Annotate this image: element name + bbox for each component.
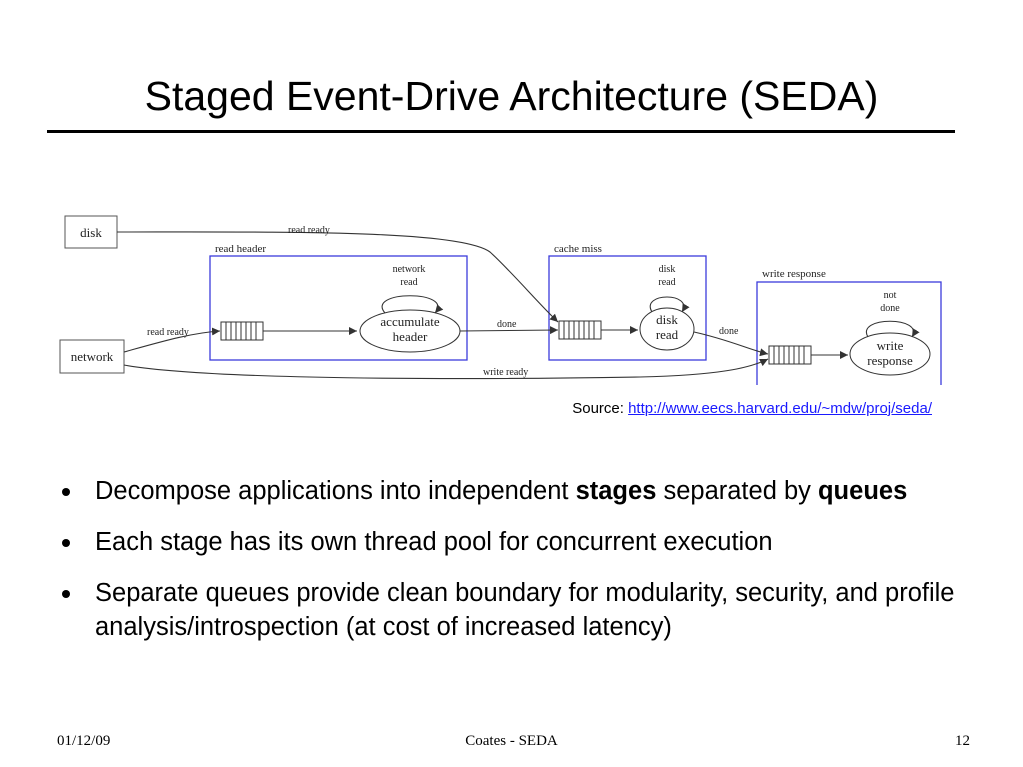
read-header-stage-box bbox=[209, 255, 468, 361]
disk-read-label-line1: disk bbox=[659, 264, 676, 275]
write-response-stage-box bbox=[756, 281, 942, 385]
cache-miss-stage-box bbox=[548, 255, 707, 361]
bullet-list: Decompose applications into independent … bbox=[60, 474, 980, 661]
cache-miss-stage-label: cache miss bbox=[554, 243, 602, 255]
bullet-text: Separate queues provide clean boundary f… bbox=[95, 579, 955, 641]
bullet-emphasis: queues bbox=[817, 477, 908, 505]
not-done-label-line2: done bbox=[880, 303, 900, 314]
slide-title: Staged Event-Drive Architecture (SEDA) bbox=[144, 73, 879, 119]
network-node bbox=[59, 339, 125, 374]
disk-read-ready-label: read ready bbox=[288, 225, 330, 236]
write-response-queue bbox=[768, 345, 812, 365]
bullet-item: Each stage has its own thread pool for c… bbox=[60, 525, 980, 559]
bullet-item: Decompose applications into independent … bbox=[60, 474, 980, 508]
title-underline bbox=[47, 130, 955, 133]
network-read-ready-edge bbox=[123, 327, 221, 353]
disk-read-label-line2: read bbox=[658, 277, 675, 288]
write-response-line2: response bbox=[867, 353, 913, 368]
disk-read-line2: read bbox=[656, 327, 679, 342]
write-response-line1: write bbox=[877, 338, 904, 353]
accumulate-header-line1: accumulate bbox=[380, 314, 439, 329]
seda-diagram: disk network read header accumulate head… bbox=[59, 215, 942, 385]
bullet-text: Each stage has its own thread pool for c… bbox=[95, 528, 773, 556]
bullet-text: Decompose applications into independent bbox=[95, 477, 576, 505]
footer-title: Coates - SEDA bbox=[465, 733, 558, 749]
not-done-loop bbox=[865, 320, 920, 338]
write-ready-edge bbox=[123, 358, 769, 380]
write-response-node bbox=[849, 332, 931, 376]
source-link[interactable]: http://www.eecs.harvard.edu/~mdw/proj/se… bbox=[628, 400, 932, 417]
bullet-dot-icon bbox=[62, 539, 70, 547]
disk-read-loop bbox=[649, 296, 690, 313]
not-done-label-line1: not bbox=[884, 290, 897, 301]
done-edge-1-label: done bbox=[497, 319, 517, 330]
done-edge-1 bbox=[459, 326, 559, 335]
bullet-dot-icon bbox=[62, 488, 70, 496]
footer-date: 01/12/09 bbox=[57, 733, 111, 749]
write-ready-label: write ready bbox=[483, 367, 528, 378]
network-read-ready-label: read ready bbox=[147, 327, 189, 338]
done-edge-2 bbox=[693, 331, 769, 357]
footer-page-number: 12 bbox=[955, 733, 970, 749]
network-read-loop bbox=[381, 295, 444, 314]
network-node-label: network bbox=[71, 349, 114, 364]
network-read-label-line1: network bbox=[393, 264, 426, 275]
write-response-stage-label: write response bbox=[762, 268, 826, 280]
disk-node-label: disk bbox=[80, 225, 102, 240]
source-label: Source: bbox=[572, 400, 629, 417]
bullet-emphasis: stages bbox=[575, 477, 657, 505]
cache-miss-queue bbox=[558, 320, 602, 340]
disk-read-line1: disk bbox=[656, 312, 678, 327]
source-citation: Source: http://www.eecs.harvard.edu/~mdw… bbox=[572, 400, 932, 417]
bullet-item: Separate queues provide clean boundary f… bbox=[60, 576, 980, 644]
bullet-text: separated by bbox=[656, 477, 818, 505]
disk-read-node bbox=[639, 307, 695, 351]
bullet-dot-icon bbox=[62, 590, 70, 598]
read-header-stage-label: read header bbox=[215, 243, 266, 255]
read-header-queue bbox=[220, 321, 264, 341]
disk-node bbox=[64, 215, 118, 249]
disk-read-ready-edge bbox=[116, 231, 559, 323]
done-edge-2-label: done bbox=[719, 326, 739, 337]
network-read-label-line2: read bbox=[400, 277, 417, 288]
accumulate-header-line2: header bbox=[393, 329, 428, 344]
